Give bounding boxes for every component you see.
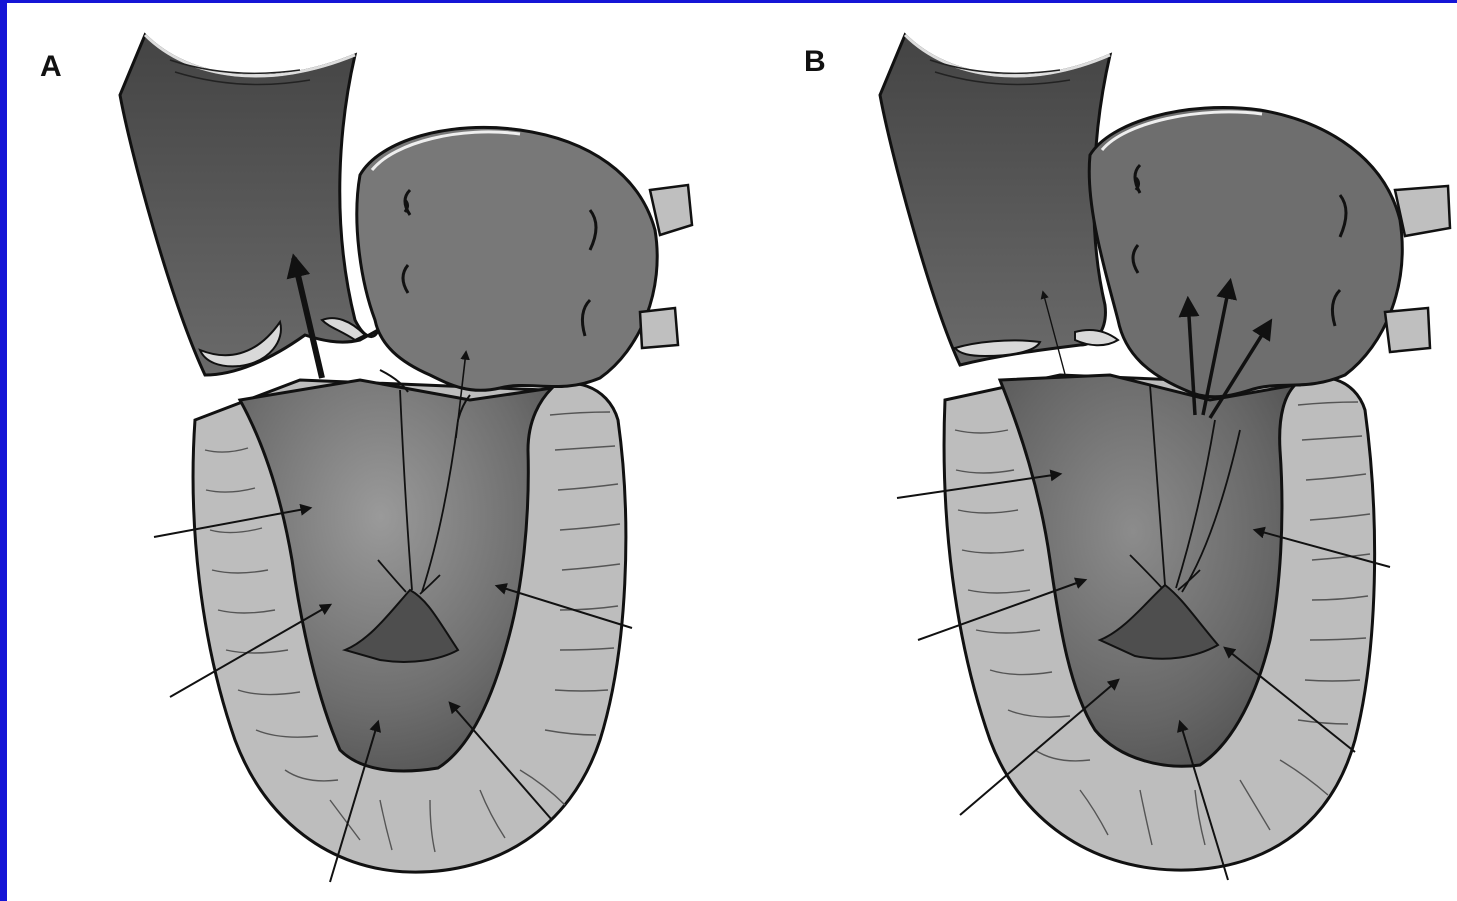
left-atrium-a <box>357 127 657 390</box>
left-atrium-b <box>1089 108 1402 397</box>
panel-b-heart <box>880 35 1450 880</box>
diagram-frame: A B <box>7 3 1457 901</box>
aorta-b <box>880 35 1110 365</box>
panel-a-heart <box>120 35 692 882</box>
panel-label-b: B <box>804 47 826 77</box>
heart-diagram <box>7 3 1457 901</box>
panel-label-a: A <box>40 52 62 82</box>
